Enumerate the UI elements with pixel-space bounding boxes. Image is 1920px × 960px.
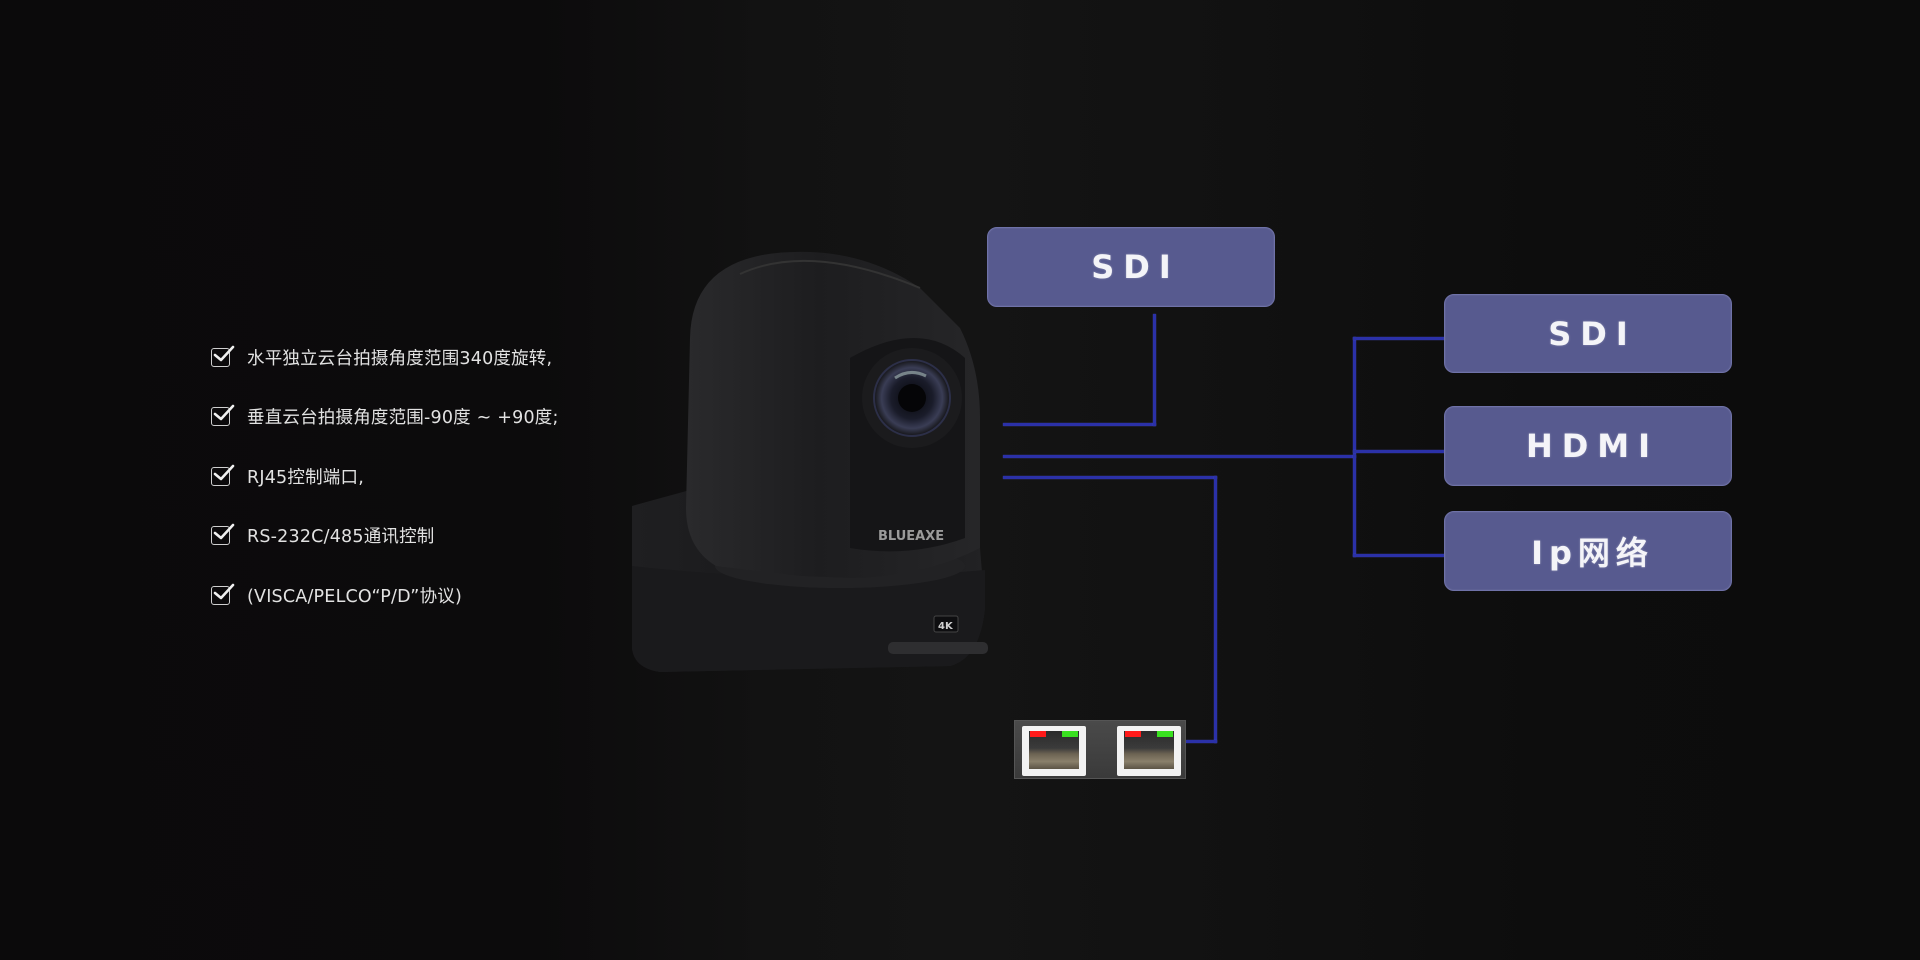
- led-green-icon: [1062, 731, 1078, 737]
- output-label: SDI: [1091, 248, 1180, 286]
- rj45-port-block: [1014, 720, 1186, 779]
- feature-label: 垂直云台拍摄角度范围-90度 ~ +90度;: [247, 408, 559, 428]
- wire-sdi-top-h: [1003, 423, 1156, 426]
- wire-rj45-v: [1214, 476, 1217, 743]
- wire-bus-v: [1353, 337, 1356, 557]
- feature-item: RJ45控制端口,: [211, 464, 364, 489]
- ptz-camera-image: BLUEAXE 4K: [620, 248, 990, 678]
- led-red-icon: [1030, 731, 1046, 737]
- output-box-hdmi: HDMI: [1444, 406, 1732, 486]
- output-label: Ip网络: [1531, 534, 1654, 572]
- checkbox-checked-icon: [211, 583, 235, 605]
- checkbox-checked-icon: [211, 464, 235, 486]
- output-box-sdi: SDI: [1444, 294, 1732, 373]
- wire-sdi-top-v: [1153, 314, 1156, 426]
- wire-bus-sdi: [1353, 337, 1445, 340]
- led-red-icon: [1125, 731, 1141, 737]
- rj45-port-icon: [1022, 726, 1086, 776]
- feature-item: 垂直云台拍摄角度范围-90度 ~ +90度;: [211, 404, 559, 429]
- checkbox-checked-icon: [211, 345, 235, 367]
- wire-main-h: [1003, 455, 1356, 458]
- wire-bus-ip: [1353, 554, 1445, 557]
- feature-label: 水平独立云台拍摄角度范围340度旋转,: [247, 349, 553, 369]
- wire-rj45-end: [1186, 740, 1217, 743]
- wire-rj45-h: [1003, 476, 1217, 479]
- feature-item: (VISCA/PELCO“P/D”协议): [211, 583, 462, 608]
- output-box-ip-network: Ip网络: [1444, 511, 1732, 591]
- checkbox-checked-icon: [211, 404, 235, 426]
- camera-4k-badge: 4K: [938, 621, 954, 632]
- output-label: SDI: [1548, 314, 1637, 353]
- feature-item: RS-232C/485通讯控制: [211, 523, 435, 548]
- feature-item: 水平独立云台拍摄角度范围340度旋转,: [211, 345, 552, 370]
- rj45-port-icon: [1117, 726, 1181, 776]
- output-label: HDMI: [1525, 427, 1660, 465]
- checkbox-checked-icon: [211, 523, 235, 545]
- feature-label: (VISCA/PELCO“P/D”协议): [247, 587, 462, 607]
- feature-label: RS-232C/485通讯控制: [247, 527, 435, 547]
- feature-label: RJ45控制端口,: [247, 468, 364, 488]
- wire-bus-hdmi: [1353, 450, 1445, 453]
- camera-brand: BLUEAXE: [878, 529, 944, 544]
- output-box-sdi-top: SDI: [987, 227, 1275, 307]
- led-green-icon: [1157, 731, 1173, 737]
